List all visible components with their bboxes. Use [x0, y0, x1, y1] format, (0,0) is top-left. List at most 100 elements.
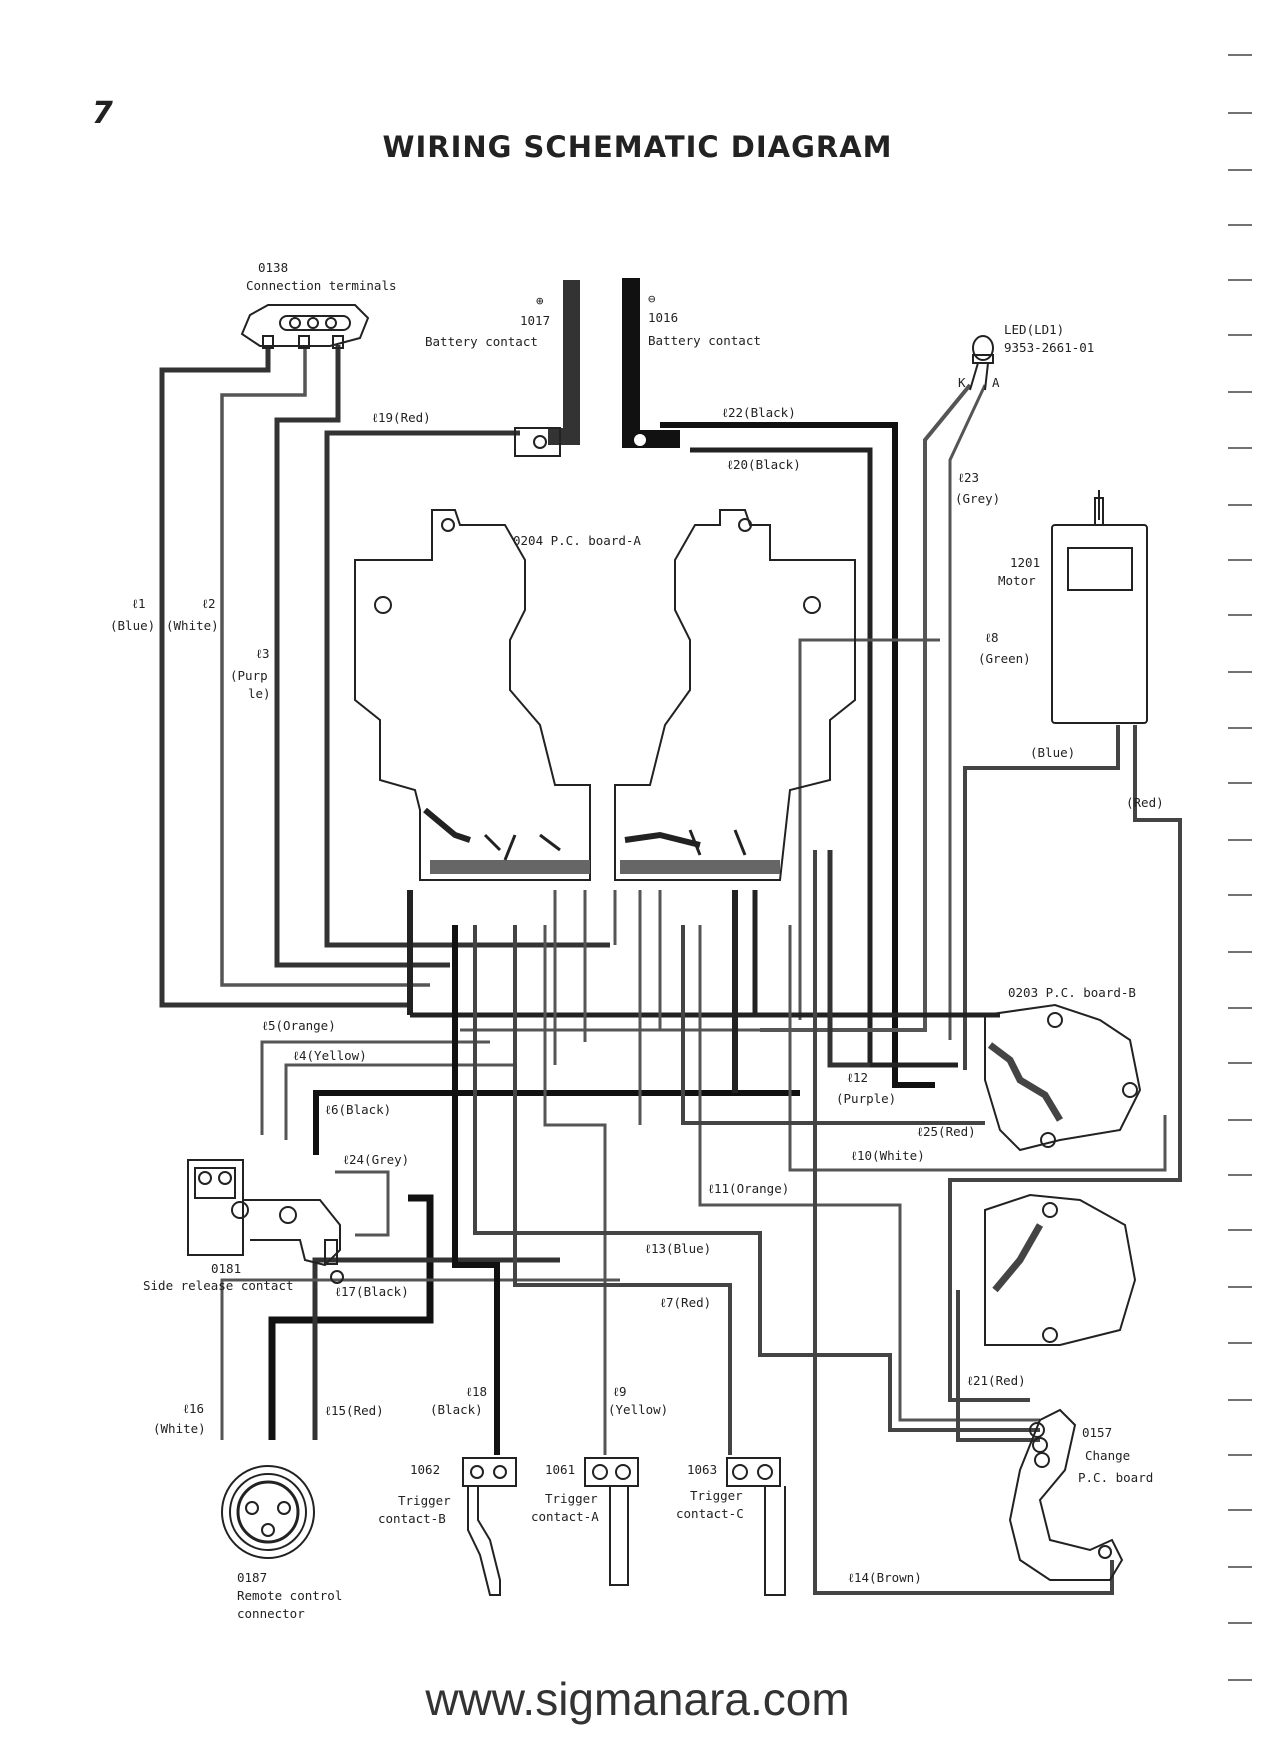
label-wire-l7: ℓ7(Red)	[660, 1295, 711, 1310]
label-wire-l9: ℓ9	[613, 1384, 627, 1399]
wire-l15	[312, 1257, 560, 1440]
wire-l9	[543, 925, 607, 1455]
label-wire-l19: ℓ19(Red)	[372, 410, 431, 425]
label-wire-l8: ℓ8	[985, 630, 999, 645]
label-wire-l3-color1: (Purp	[230, 668, 268, 683]
label-1016-name: Battery contact	[648, 333, 761, 348]
label-0138-name: Connection terminals	[246, 278, 397, 293]
wire-l11	[698, 925, 1040, 1422]
wire-l20	[690, 447, 958, 1068]
label-1062-name1: Trigger	[398, 1493, 451, 1508]
trigger-contact-a	[584, 1457, 639, 1586]
label-1017-sign: ⊕	[536, 293, 544, 308]
label-wire-l16: ℓ16	[183, 1401, 204, 1416]
label-wire-l21: ℓ21(Red)	[967, 1373, 1026, 1388]
label-wire-l4: ℓ4(Yellow)	[293, 1048, 367, 1063]
wire-l5	[260, 1040, 490, 1135]
label-motor-blue: (Blue)	[1030, 745, 1075, 760]
label-board-a: 0204 P.C. board-A	[513, 533, 641, 548]
label-wire-l20: ℓ20(Black)	[727, 457, 801, 472]
label-wire-l2-color: (White)	[166, 618, 219, 633]
wire-led-a	[948, 384, 987, 1040]
label-wire-l9-color: (Yellow)	[608, 1402, 668, 1417]
label-wire-l23: ℓ23	[958, 470, 979, 485]
connection-terminals	[240, 304, 370, 349]
label-1062-name2: contact-B	[378, 1511, 446, 1526]
label-0157-name2: P.C. board	[1078, 1470, 1153, 1485]
label-wire-l11: ℓ11(Orange)	[708, 1181, 789, 1196]
label-wire-l8-color: (Green)	[978, 651, 1031, 666]
motor-icon	[1051, 490, 1148, 724]
label-wire-l12-color: (Purple)	[836, 1091, 896, 1106]
wire-l19	[324, 430, 610, 948]
label-wire-l3: ℓ3	[256, 646, 270, 661]
wire-l1	[159, 345, 410, 1008]
label-0187-name1: Remote control	[237, 1588, 342, 1603]
label-0187-name2: connector	[237, 1606, 305, 1621]
label-1017-name: Battery contact	[425, 334, 538, 349]
label-1017-code: 1017	[520, 313, 550, 328]
label-wire-l14: ℓ14(Brown)	[848, 1570, 922, 1585]
watermark: www.sigmanara.com	[425, 1673, 850, 1725]
wire-l22	[660, 422, 935, 1088]
label-wire-l24: ℓ24(Grey)	[343, 1152, 409, 1167]
label-wire-l18: ℓ18	[466, 1384, 487, 1399]
label-1063-name1: Trigger	[690, 1488, 743, 1503]
label-0181-code: 0181	[211, 1261, 241, 1276]
wire-motor-blue	[963, 725, 1120, 1070]
trigger-contact-b	[462, 1457, 517, 1596]
battery-contact-1016	[622, 278, 680, 448]
label-wire-l15: ℓ15(Red)	[325, 1403, 384, 1418]
page-title: WIRING SCHEMATIC DIAGRAM	[382, 130, 893, 164]
board-b	[984, 1003, 1142, 1152]
trigger-contact-c	[726, 1457, 786, 1596]
label-wire-l23-color: (Grey)	[955, 491, 1000, 506]
label-wire-l1-color: (Blue)	[110, 618, 155, 633]
label-1061-name2: contact-A	[531, 1509, 599, 1524]
label-0187-code: 0187	[237, 1570, 267, 1585]
label-wire-l16-color: (White)	[153, 1421, 206, 1436]
label-wire-l6: ℓ6(Black)	[325, 1102, 391, 1117]
label-1062-code: 1062	[410, 1462, 440, 1477]
label-led-a: A	[992, 375, 1000, 390]
wire-l7	[513, 925, 732, 1455]
label-wire-l25: ℓ25(Red)	[917, 1124, 976, 1139]
board-a	[354, 509, 856, 881]
label-1063-name2: contact-C	[676, 1506, 744, 1521]
label-1061-code: 1061	[545, 1462, 575, 1477]
label-led-k: K	[958, 375, 966, 390]
label-wire-l18-color: (Black)	[430, 1402, 483, 1417]
label-wire-l22: ℓ22(Black)	[722, 405, 796, 420]
change-board-upper	[984, 1193, 1137, 1346]
label-motor-red: (Red)	[1126, 795, 1164, 810]
wire-l16	[220, 1278, 620, 1440]
wire-l2	[220, 345, 430, 987]
wire-l24	[335, 1170, 390, 1237]
wire-l18	[452, 925, 500, 1455]
wire-l10	[788, 925, 1167, 1172]
side-release-contact	[187, 1159, 344, 1284]
label-led-name: LED(LD1)	[1004, 322, 1064, 337]
label-wire-l10: ℓ10(White)	[851, 1148, 925, 1163]
battery-contact-1017	[514, 280, 580, 457]
label-1063-code: 1063	[687, 1462, 717, 1477]
label-wire-l5: ℓ5(Orange)	[262, 1018, 336, 1033]
label-0157-code: 0157	[1082, 1425, 1112, 1440]
label-board-b: 0203 P.C. board-B	[1008, 985, 1136, 1000]
wire-l17	[268, 1194, 434, 1440]
wire-motor-red	[948, 725, 1182, 1402]
wire-l23	[760, 383, 972, 1032]
label-wire-l13: ℓ13(Blue)	[645, 1241, 711, 1256]
label-motor-code: 1201	[1010, 555, 1040, 570]
label-0157-name1: Change	[1085, 1448, 1130, 1463]
label-1016-code: 1016	[648, 310, 678, 325]
label-wire-l1: ℓ1	[132, 596, 146, 611]
label-wire-l3-color2: le)	[248, 686, 271, 701]
label-led-part: 9353-2661-01	[1004, 340, 1094, 355]
label-wire-l2: ℓ2	[202, 596, 216, 611]
page-edge-marks	[1228, 54, 1252, 1681]
label-0181-name: Side release contact	[143, 1278, 294, 1293]
wire-l25	[681, 925, 985, 1125]
label-1061-name1: Trigger	[545, 1491, 598, 1506]
label-wire-l12: ℓ12	[847, 1070, 868, 1085]
